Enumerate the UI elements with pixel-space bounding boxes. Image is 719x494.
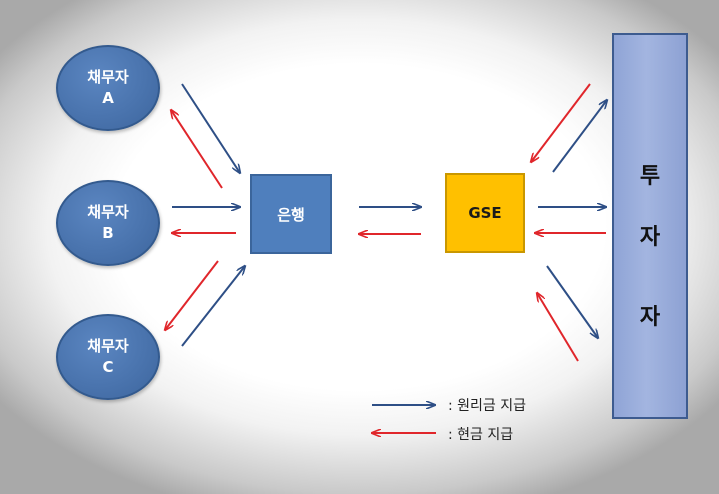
arrow-debtor-c-to-bank bbox=[181, 266, 245, 347]
debtor-b-letter: B bbox=[102, 224, 114, 242]
debtor-c-name: 채무자 bbox=[87, 337, 129, 355]
debtor-a-name: 채무자 bbox=[87, 68, 129, 86]
arrow-gse-to-investor-upper bbox=[552, 100, 607, 173]
debtor-a-letter: A bbox=[102, 89, 114, 107]
gse-node: GSE bbox=[445, 173, 525, 253]
investor-char-1: 투 bbox=[639, 164, 661, 189]
bank-label: 은행 bbox=[277, 205, 305, 224]
debtor-c-letter: C bbox=[102, 358, 114, 376]
arrow-debtor-a-to-bank bbox=[181, 83, 240, 173]
debtor-a: 채무자 A bbox=[56, 45, 160, 131]
arrow-bank-to-debtor-a bbox=[171, 110, 223, 189]
debtor-b: 채무자 B bbox=[56, 180, 160, 266]
gse-label: GSE bbox=[468, 204, 502, 222]
arrow-gse-to-investor-lower bbox=[546, 265, 598, 338]
arrow-bank-to-debtor-c bbox=[165, 260, 219, 330]
investor-char-2: 자 bbox=[639, 225, 661, 250]
investor-node: 투 자 자 bbox=[612, 33, 688, 419]
bank-node: 은행 bbox=[250, 174, 332, 254]
legend-cash-label: : 현금 지급 bbox=[448, 427, 514, 443]
legend-principal-label: : 원리금 지급 bbox=[448, 398, 527, 414]
investor-char-3: 자 bbox=[639, 305, 661, 330]
debtor-b-name: 채무자 bbox=[87, 203, 129, 221]
arrow-investor-to-gse-upper bbox=[531, 83, 591, 162]
debtor-c: 채무자 C bbox=[56, 314, 160, 400]
arrow-investor-to-gse-lower bbox=[537, 293, 579, 362]
